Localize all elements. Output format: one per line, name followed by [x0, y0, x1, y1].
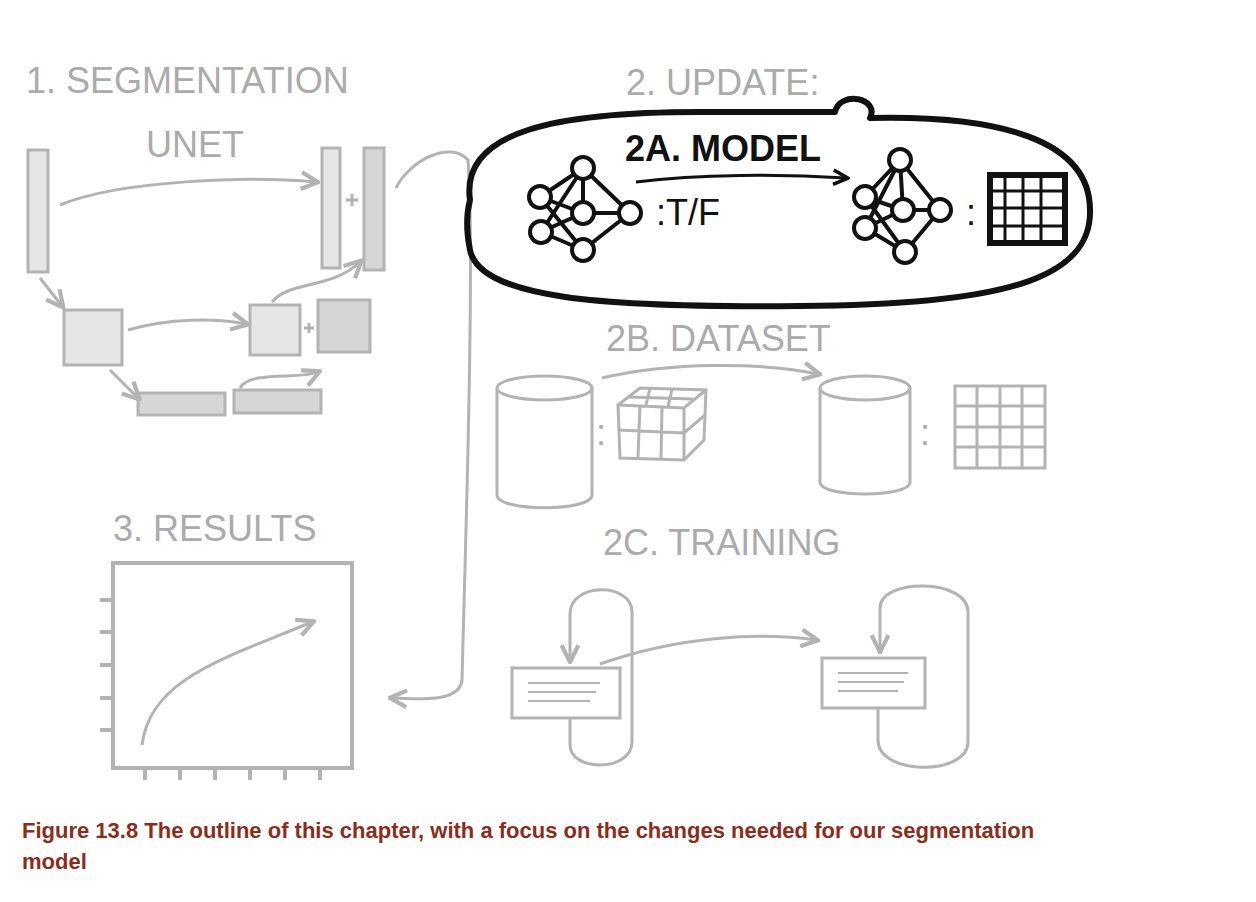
unet-figure [138, 393, 225, 415]
unet-figure [346, 194, 358, 206]
training-figure [512, 668, 620, 718]
neural-net [894, 241, 916, 263]
unet-figure [40, 278, 62, 306]
unet-figure [128, 320, 246, 330]
oval-outline [467, 99, 1090, 306]
output-label: : [596, 412, 606, 453]
results-chart: 3. RESULTS [106, 506, 358, 772]
training-figure [600, 636, 816, 664]
neural-net [572, 202, 594, 224]
neural-net [529, 186, 551, 208]
training-figure [822, 658, 925, 708]
unet-figure [304, 323, 314, 333]
dataset-figure [497, 388, 592, 508]
dataset-figure [820, 388, 910, 494]
section-heading: 2A. MODEL [625, 128, 821, 169]
neural-net [854, 149, 951, 263]
dataset-figure [497, 376, 592, 400]
neural-net [572, 157, 594, 179]
unet-figure [110, 370, 138, 398]
dataset-figure [497, 365, 1045, 507]
dataset-figure [955, 386, 1045, 468]
chart-figure [142, 622, 312, 745]
unet-figure [318, 300, 370, 352]
model-arrow [636, 175, 846, 182]
section-heading: 2B. DATASET [606, 318, 831, 359]
dataset-figure [618, 388, 706, 460]
dataset-figure [618, 388, 706, 460]
section-heading: 2C. TRAINING [603, 522, 840, 563]
unet-figure [28, 148, 384, 415]
unet-figure [272, 262, 360, 302]
grid-icon [990, 175, 1065, 243]
training-figure [838, 673, 908, 691]
section-heading: 1. SEGMENTATION [26, 60, 349, 101]
unet-figure [322, 148, 340, 268]
neural-net [889, 149, 911, 171]
neural-net [929, 199, 951, 221]
figure-caption: Figure 13.8 The outline of this chapter,… [22, 816, 1062, 878]
section-heading: 2. UPDATE: [626, 62, 819, 103]
dataset-figure [602, 365, 818, 378]
grid-icon [990, 175, 1065, 243]
unet-figure [234, 390, 321, 413]
unet-figure [250, 305, 300, 355]
neural-net [854, 186, 876, 208]
chart-frame [113, 563, 352, 768]
training-figure [528, 683, 600, 701]
neural-net [530, 221, 552, 243]
neural-net [854, 217, 876, 239]
unet-figure [64, 310, 122, 365]
unet-figure [28, 150, 48, 272]
output-label: : [920, 412, 930, 453]
neural-net [892, 199, 914, 221]
model-name: UNET [146, 124, 244, 165]
neural-net [572, 239, 594, 261]
grid-icon [990, 175, 1065, 243]
output-label: :T/F [656, 192, 720, 233]
output-label: : [966, 192, 976, 233]
neural-net [619, 202, 641, 224]
dataset-figure [820, 376, 910, 400]
unet-figure [60, 180, 316, 205]
neural-net [529, 157, 641, 261]
unet-figure [240, 372, 318, 388]
section-heading: 3. RESULTS [113, 508, 316, 549]
chart-figure [100, 600, 320, 780]
unet-figure [364, 148, 384, 270]
flow-arrow [392, 152, 470, 699]
focus-oval: 2A. MODEL :T/F: [462, 108, 1094, 312]
training-figure [512, 586, 968, 767]
dataset-figure [955, 386, 1045, 468]
